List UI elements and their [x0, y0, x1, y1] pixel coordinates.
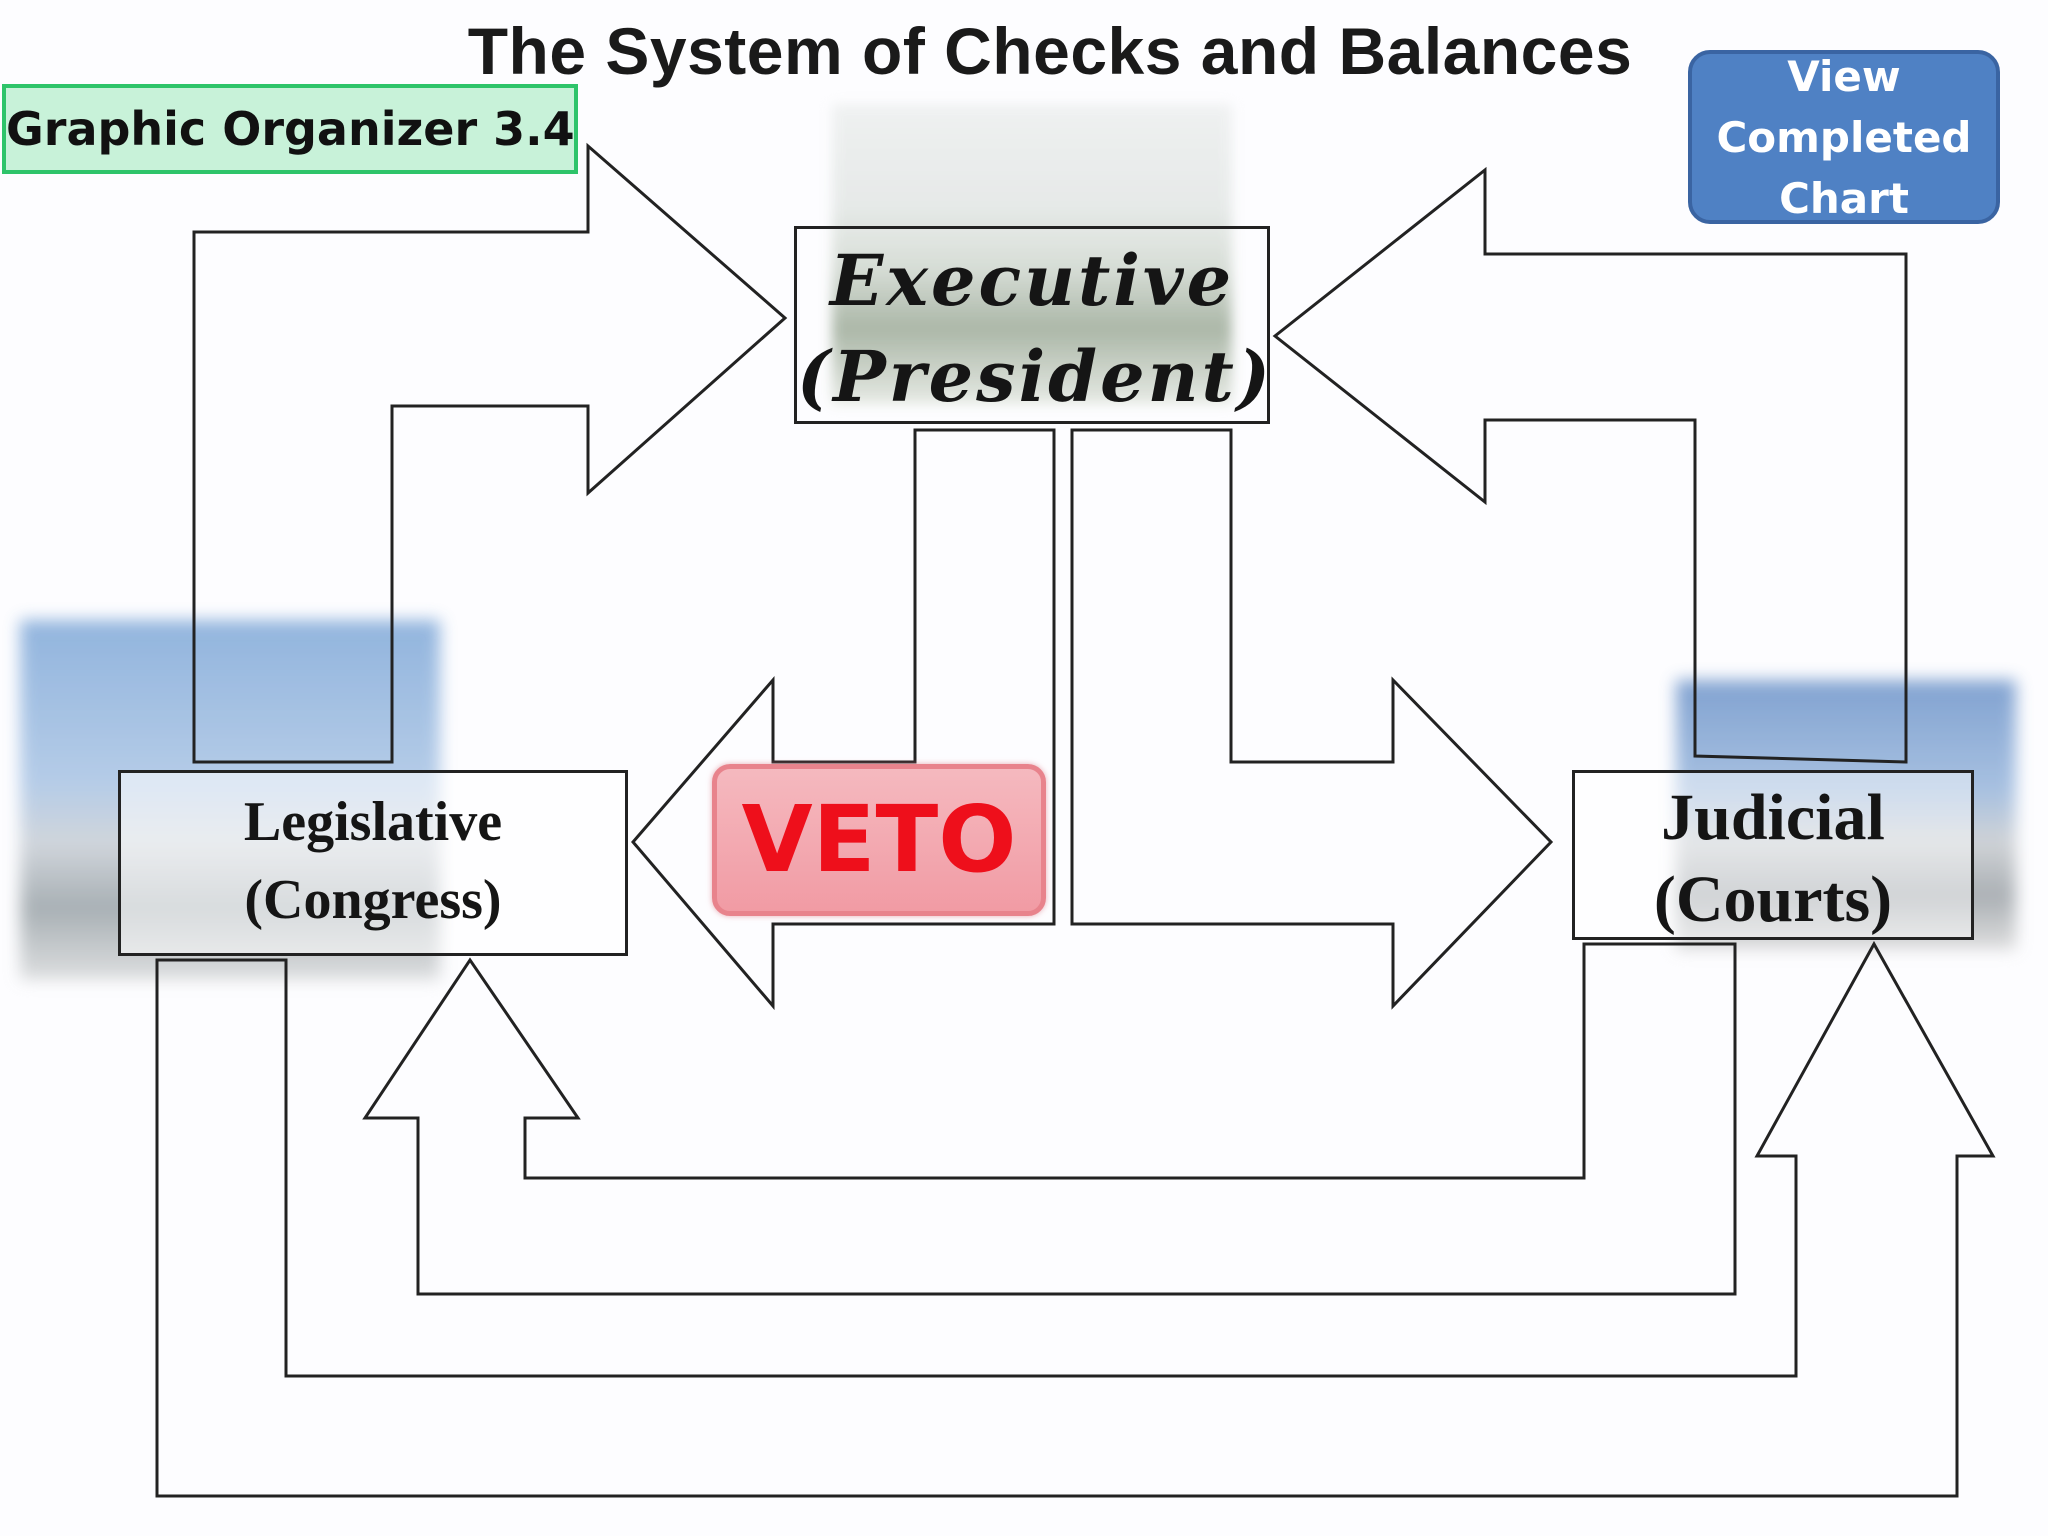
supreme-court-image: [1676, 680, 2016, 950]
legislative-to-judicial-arrow-outer: [155, 940, 1996, 1498]
judicial-to-executive-arrow: [1272, 166, 1908, 764]
legislative-title: Legislative: [243, 791, 503, 853]
judicial-to-legislative-arrow-inner: [362, 942, 1737, 1296]
page-title: The System of Checks and Balances: [467, 14, 1633, 88]
executive-title: Executive: [829, 239, 1235, 322]
legislative-subtitle: (Congress): [244, 869, 502, 931]
executive-to-legislative-veto-arrow: [631, 428, 1056, 1011]
judicial-branch-box: Judicial (Courts): [1572, 770, 1974, 940]
executive-branch-box: Executive (President): [794, 226, 1270, 424]
judicial-subtitle: (Courts): [1653, 863, 1893, 936]
judicial-title: Judicial: [1661, 781, 1885, 854]
legislative-branch-box: Legislative (Congress): [118, 770, 628, 956]
organizer-label: Graphic Organizer 3.4: [2, 84, 578, 174]
executive-subtitle: (President): [797, 335, 1274, 418]
veto-button[interactable]: VETO: [712, 764, 1046, 916]
completed-button-line: View: [1787, 51, 1901, 101]
completed-button-line: Chart: [1779, 173, 1909, 223]
white-house-image: [832, 104, 1232, 404]
view-completed-chart-button[interactable]: View Completed Chart: [1688, 50, 2000, 224]
legislative-to-executive-arrow: [192, 142, 788, 764]
completed-button-line: Completed: [1716, 112, 1972, 162]
executive-to-judicial-arrow: [1070, 428, 1554, 1010]
